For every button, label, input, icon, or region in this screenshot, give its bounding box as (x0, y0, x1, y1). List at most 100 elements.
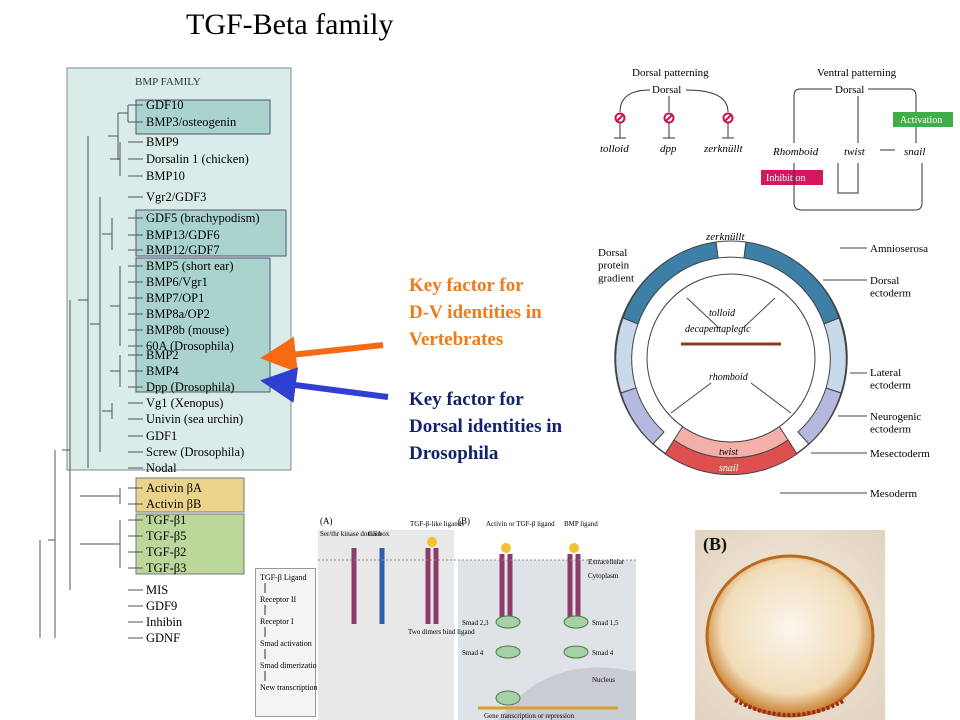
tree-leaf: BMP4 (146, 364, 179, 378)
label-tgf-like: TGF-β-like ligands (410, 520, 464, 528)
target-snail: snail (904, 146, 925, 158)
ventral-node: Dorsal (835, 84, 864, 96)
snail-label: snail (719, 463, 739, 474)
tree-leaf: BMP8a/OP2 (146, 307, 210, 321)
label-smad23: Smad 2,3 (462, 619, 489, 627)
label-two-dimers: Two dimers bind ligand (408, 628, 475, 636)
tree-leaf: Activin βA (146, 481, 202, 495)
label-smad4b: Smad 4 (592, 649, 614, 657)
label-smad4a: Smad 4 (462, 649, 484, 657)
bmp-family-header: BMP FAMILY (135, 76, 201, 88)
tgf-box (135, 513, 245, 575)
label-mesectoderm: Mesectoderm (870, 448, 930, 460)
label-gene-transcription: Gene transcription or repression (484, 712, 574, 720)
panel-a-label: (A) (320, 516, 333, 526)
tree-leaf: BMP5 (short ear) (146, 259, 234, 273)
drosophila-annotation: Key factor for Dorsal identities in Dros… (409, 389, 563, 464)
tree-leaf: BMP6/Vgr1 (146, 275, 208, 289)
tree-leaf: TGF-β1 (146, 513, 186, 527)
target-tolloid: tolloid (600, 143, 629, 155)
embryo-cross-section: tolloid decapentaplegic rhomboid twist s… (598, 231, 930, 500)
tree-leaf: GDF5 (brachypodism) (146, 211, 260, 225)
tree-leaf: Inhibin (146, 615, 183, 629)
tree-leaf: Dpp (Drosophila) (146, 380, 235, 394)
tree-leaf: GDNF (146, 631, 180, 645)
tree-leaf: Screw (Drosophila) (146, 445, 244, 459)
tree-leaf: Univin (sea urchin) (146, 412, 243, 426)
tree-leaf: GDF10 (146, 98, 184, 112)
target-twist: twist (844, 146, 866, 158)
panel-b-label: (B) (458, 516, 470, 526)
zerknullt-label: zerknüllt (705, 231, 745, 243)
vertebrates-annotation: Key factor for D-V identities in Vertebr… (409, 275, 542, 350)
receptors (351, 537, 581, 624)
tree-leaf: BMP3/osteogenin (146, 115, 237, 129)
ventral-patterning-title: Ventral patterning (817, 67, 897, 79)
target-rhomboid: Rhomboid (772, 146, 819, 158)
orange-arrow (260, 336, 384, 373)
inner-rhomboid: rhomboid (709, 372, 749, 383)
tree-leaf: BMP12/GDF7 (146, 243, 220, 257)
signaling-pathway: (A) (B) Ser/thr kinase domain GS box TGF… (318, 512, 636, 720)
target-zerknullt: zerknüllt (703, 143, 743, 155)
tree-leaf: BMP9 (146, 135, 179, 149)
tree-leaf: BMP13/GDF6 (146, 228, 220, 242)
tree-leaf: Vg1 (Xenopus) (146, 396, 223, 410)
tree-leaf: MIS (146, 583, 168, 597)
inner-tolloid: tolloid (709, 308, 736, 319)
tree-leaf: BMP8b (mouse) (146, 323, 229, 337)
group-box (135, 257, 271, 393)
tree-leaf: Nodal (146, 461, 177, 475)
embryo-photo: (B) (695, 530, 885, 720)
tree-leaf: 60A (Drosophila) (146, 339, 234, 353)
label-cytoplasm: Cytoplasm (588, 572, 619, 580)
tree-leaf: Vgr2/GDF3 (146, 190, 206, 204)
group-box (135, 209, 287, 257)
twist-label: twist (719, 447, 738, 458)
activin-box (135, 477, 245, 513)
inhibit-symbol (614, 112, 626, 124)
label-smad15: Smad 1,5 (592, 619, 619, 627)
label-gs-box: GS box (368, 530, 390, 538)
flow-step: Receptor I (260, 617, 294, 626)
label-activin: Activin or TGF-β ligand (486, 520, 555, 528)
blue-arrow (260, 367, 389, 403)
inner-dpp: decapentaplegic (685, 324, 751, 335)
inhibition-label: Inhibition (766, 173, 805, 184)
label-ser-thr: Ser/thr kinase domain (320, 530, 382, 538)
group-box (135, 99, 271, 135)
tree-leaf: BMP2 (146, 348, 179, 362)
flow-step: TGF-β Ligand (260, 573, 307, 582)
inhibit-symbol (722, 112, 734, 124)
inhibition-badge (761, 170, 823, 185)
flow-step: New transcription (260, 683, 317, 692)
inhibit-symbol (663, 112, 675, 124)
tree-leaf: Dorsalin 1 (chicken) (146, 152, 249, 166)
dorsal-node: Dorsal (652, 84, 681, 96)
label-mesoderm: Mesoderm (870, 488, 917, 500)
tree-leaf: GDF9 (146, 599, 177, 613)
tree-leaf: TGF-β5 (146, 529, 186, 543)
tree-leaf: TGF-β2 (146, 545, 186, 559)
photo-label: (B) (703, 534, 727, 555)
page-title: TGF-Beta family (186, 8, 394, 41)
activation-label: Activation (900, 115, 942, 126)
tree-leaf: Activin βB (146, 497, 201, 511)
label-nucleus: Nucleus (592, 676, 615, 684)
label-extracellular: Extracellular (588, 558, 625, 566)
tree-leaf: BMP7/OP1 (146, 291, 204, 305)
target-dpp: dpp (660, 143, 677, 155)
activation-badge (893, 112, 953, 127)
dorsal-patterning-title: Dorsal patterning (632, 67, 709, 79)
flow-step: Smad dimerization (260, 661, 317, 670)
label-bmp: BMP ligand (564, 520, 598, 528)
inhibition-symbols (614, 112, 734, 124)
flow-step: Receptor II (260, 595, 297, 604)
tree-leaf: GDF1 (146, 429, 177, 443)
